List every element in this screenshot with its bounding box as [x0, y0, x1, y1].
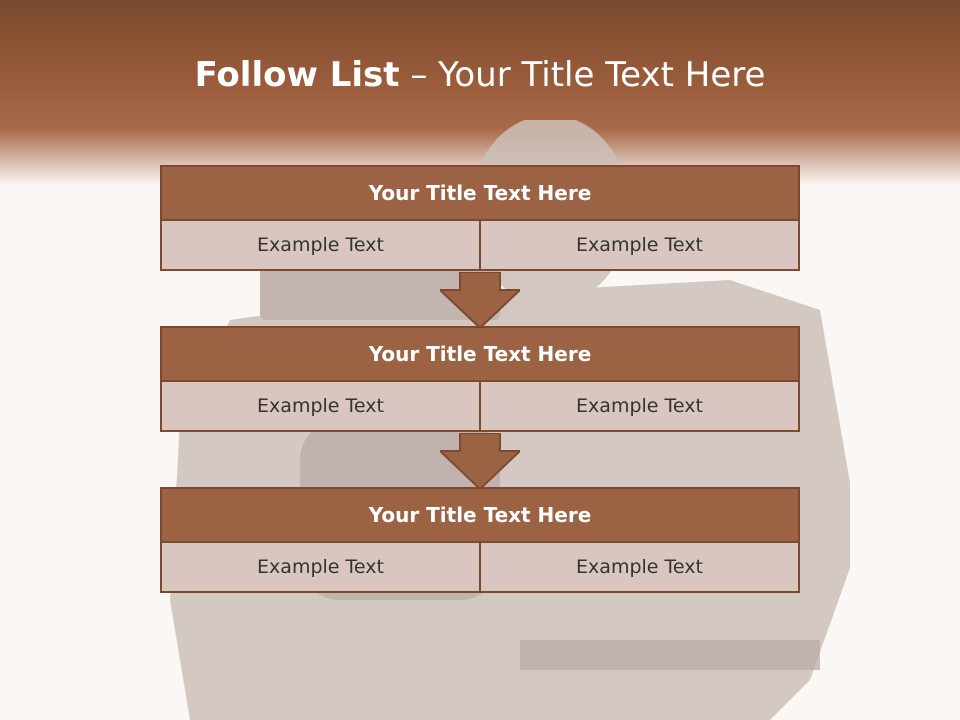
list-block-2: Your Title Text Here Example Text Exampl…	[160, 326, 800, 432]
title-bold: Follow List	[194, 55, 400, 95]
block-cell-right: Example Text	[481, 543, 800, 593]
list-block-3: Your Title Text Here Example Text Exampl…	[160, 487, 800, 593]
block-heading: Your Title Text Here	[160, 165, 800, 221]
title-rest: – Your Title Text Here	[399, 55, 766, 95]
block-heading: Your Title Text Here	[160, 487, 800, 543]
block-cell-left: Example Text	[160, 221, 481, 271]
block-cell-left: Example Text	[160, 543, 481, 593]
block-heading: Your Title Text Here	[160, 326, 800, 382]
header-band	[0, 0, 960, 185]
block-row: Example Text Example Text	[160, 382, 800, 432]
block-row: Example Text Example Text	[160, 543, 800, 593]
block-cell-right: Example Text	[481, 221, 800, 271]
block-cell-left: Example Text	[160, 382, 481, 432]
page-title: Follow List – Your Title Text Here	[0, 55, 960, 95]
down-arrow-icon	[440, 272, 520, 328]
down-arrow-icon	[440, 433, 520, 489]
block-row: Example Text Example Text	[160, 221, 800, 271]
list-block-1: Your Title Text Here Example Text Exampl…	[160, 165, 800, 271]
block-cell-right: Example Text	[481, 382, 800, 432]
